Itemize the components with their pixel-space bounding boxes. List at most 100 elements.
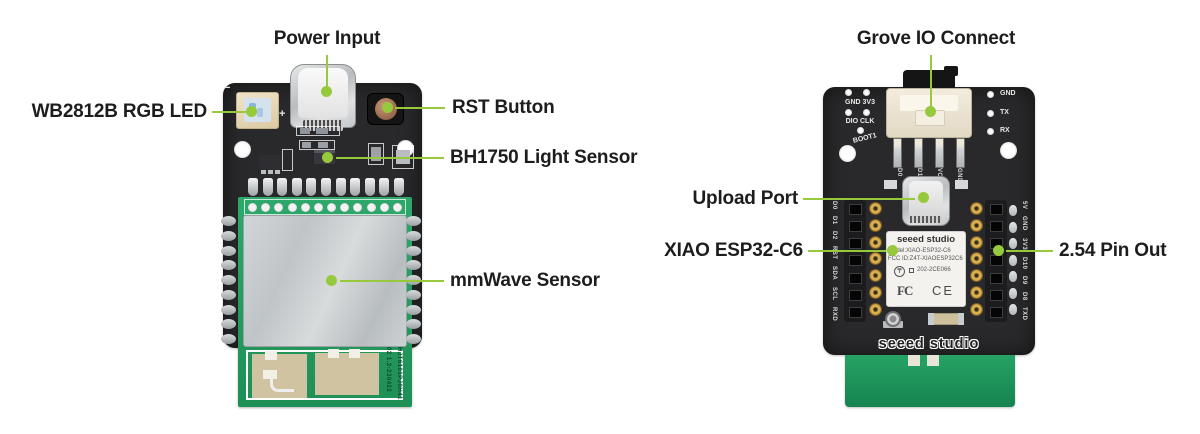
module-hole: [379, 202, 389, 212]
mounting-hole: [839, 145, 856, 162]
castellation-bump: [406, 216, 421, 226]
leader-dot: [993, 245, 1004, 256]
smd-component: [316, 128, 328, 134]
pin-label: TXD: [1021, 307, 1027, 321]
gold-castellation-pad: [971, 270, 982, 282]
castellation-bump: [406, 334, 421, 344]
header-socket: [848, 255, 862, 267]
grove-pin-label: VCC: [935, 168, 942, 182]
shield-solder-tab: [884, 180, 897, 189]
header-socket: [989, 306, 1003, 318]
solder-pad: [987, 110, 994, 117]
gold-castellation-pad: [971, 219, 982, 231]
pin-header-right-sockets: [989, 204, 1003, 318]
castellation-bump: [221, 304, 236, 315]
module-hole: [327, 202, 337, 212]
castellated-pad: [262, 177, 273, 196]
castellated-pad: [379, 177, 390, 196]
module-hole: [392, 202, 402, 212]
gold-castellation-pad: [870, 203, 881, 214]
pin-label: 5V: [1021, 201, 1027, 210]
upload-usb-c-pins: [910, 216, 942, 223]
smd-component: [371, 147, 381, 161]
chip-antenna-cap: [928, 313, 934, 325]
cert-number-text: 202-2CE066: [917, 267, 951, 273]
chip-antenna-cap: [958, 313, 964, 325]
grove-pin: [893, 138, 902, 168]
gold-castellation-pad: [870, 253, 881, 265]
solder-pad: [863, 89, 870, 96]
xiao-gold-pads-right: [970, 203, 983, 315]
grove-pin-row: [893, 138, 965, 168]
gold-castellation-pad: [971, 303, 982, 315]
annotation-rgb-led: WB2812B RGB LED: [31, 101, 208, 122]
castellation-bump: [221, 260, 236, 271]
ufl-antenna-connector: [885, 311, 901, 327]
castellated-pad: [277, 177, 288, 196]
module-code: 02 1.2-230422: [385, 347, 391, 393]
pin-label: 3V3: [1021, 237, 1027, 251]
leader-dot: [918, 192, 929, 203]
leader-line: [340, 280, 444, 282]
leader-dot: [246, 106, 257, 117]
pin-label: D8: [1021, 291, 1027, 301]
silkscreen-tx: TX: [1000, 109, 1009, 116]
module-hole-row: [244, 199, 406, 215]
pin-label: D2: [831, 231, 837, 240]
header-socket: [848, 238, 862, 250]
edge-pad: [1008, 254, 1017, 266]
sot23-transistor: [259, 155, 281, 171]
edge-castellations-left: [220, 216, 237, 344]
silkscreen-box: [368, 143, 384, 165]
castellated-pad: [320, 177, 331, 196]
rgb-led-chip-dot: [257, 108, 263, 117]
silkscreen-dio-clk: DIO CLK: [845, 118, 875, 125]
pin-labels-right: 5V GND 3V3 D10 D9 D8 TXD: [1018, 201, 1029, 321]
leader-line: [336, 157, 444, 159]
smd-component: [302, 142, 311, 148]
edge-pad: [1008, 287, 1017, 299]
module-hole: [261, 202, 271, 212]
header-socket: [989, 272, 1003, 284]
castellation-bump: [221, 275, 236, 285]
module-hole: [274, 202, 284, 212]
module-hole: [366, 202, 376, 212]
polarity-plus-silkscreen: +: [279, 108, 286, 120]
pin-label: GND: [1021, 216, 1027, 232]
grove-connector-slot: [900, 95, 958, 111]
annotation-rst-button: RST Button: [452, 97, 555, 118]
xiao-brand-text: seeed studio: [896, 234, 956, 245]
solder-pad: [987, 91, 994, 98]
pin-label: RXD: [831, 306, 837, 321]
transistor-leg: [275, 170, 280, 174]
castellation-bump: [406, 260, 421, 271]
header-socket: [989, 204, 1003, 215]
grove-pin: [956, 138, 965, 168]
header-socket: [848, 221, 862, 233]
castellated-pad: [364, 177, 375, 196]
leader-line: [930, 55, 932, 107]
annotation-upload-port: Upload Port: [692, 188, 799, 209]
mounting-hole: [1000, 142, 1017, 159]
silkscreen-box: [282, 149, 293, 171]
pin-label: D0: [831, 201, 837, 210]
antenna-feed-pad: [349, 349, 360, 358]
header-socket: [848, 289, 862, 301]
castellation-bump: [221, 216, 236, 226]
castellated-pad: [335, 177, 346, 196]
edge-pads-right: [1008, 205, 1017, 315]
grove-pin-label: D10: [916, 168, 922, 181]
edge-pad: [1008, 221, 1017, 233]
pin-label: D1: [831, 216, 837, 225]
leader-line: [212, 111, 248, 113]
gold-castellation-pad: [870, 219, 881, 231]
castellated-pad: [393, 177, 404, 196]
smd-component: [300, 128, 310, 134]
silkscreen-box: [299, 140, 335, 150]
xiao-fcc-id-text: FCC ID:Z4T-XIAOESP32C6: [888, 256, 963, 262]
transistor-leg: [261, 170, 266, 174]
module-hole: [313, 202, 323, 212]
silkscreen-gnd: GND: [1000, 90, 1016, 97]
annotation-grove: Grove IO Connect: [856, 28, 1016, 49]
